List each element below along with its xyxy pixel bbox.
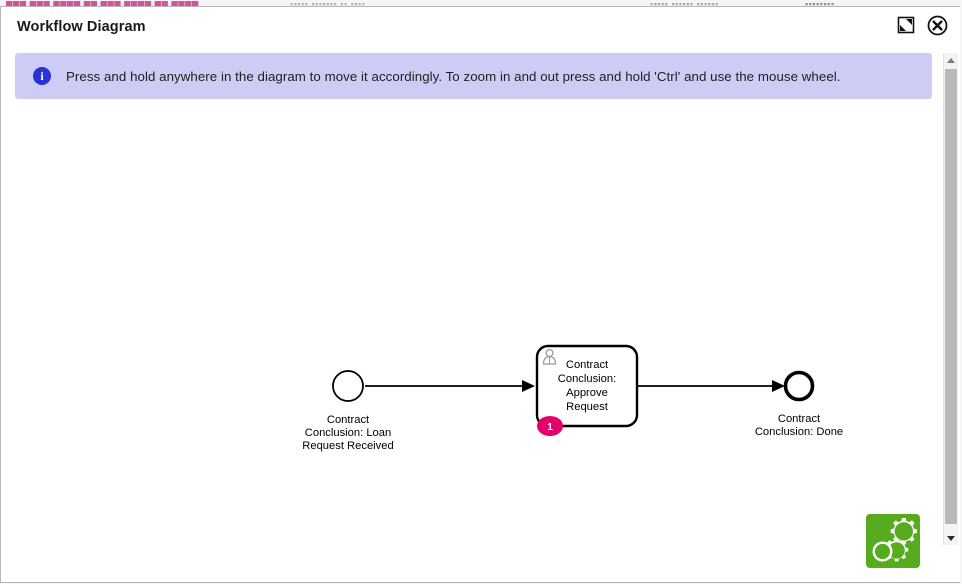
- workflow-engine-logo: [866, 514, 920, 568]
- task-instance-badge[interactable]: 1: [537, 416, 563, 436]
- bpmn-start-event[interactable]: [332, 370, 364, 402]
- scrollbar-down-button[interactable]: [944, 531, 958, 545]
- close-glyph: [927, 15, 947, 35]
- vertical-scrollbar[interactable]: [943, 53, 958, 545]
- task-label-line-2: Conclusion:: [558, 373, 616, 385]
- fullscreen-glyph: [897, 16, 915, 34]
- diagram-canvas[interactable]: Contract Conclusion: Loan Request Receiv…: [2, 107, 930, 577]
- end-label-line-1: Contract: [778, 413, 821, 425]
- dialog-titlebar: Workflow Diagram: [1, 7, 960, 39]
- window-buttons: [895, 14, 948, 36]
- info-banner: i Press and hold anywhere in the diagram…: [15, 53, 932, 99]
- close-icon[interactable]: [926, 14, 948, 36]
- bpmn-user-task[interactable]: Contract Conclusion: Approve Request 1: [535, 344, 639, 436]
- background-text-grey-3: ▪▪▪▪▪▪▪▪: [805, 1, 835, 6]
- start-label-line-1: Contract: [327, 414, 370, 426]
- chevron-up-icon: [947, 57, 955, 63]
- task-label-line-4: Request: [566, 401, 609, 413]
- workflow-engine-logo-glyph: [866, 514, 920, 568]
- background-text-grey-2: ▪▪▪▪▪ ▪▪▪▪▪▪ ▪▪▪▪▪▪: [650, 1, 719, 6]
- workflow-diagram-dialog: Workflow Diagram i Press and hold anywhe…: [0, 6, 960, 583]
- bpmn-start-event-label: Contract Conclusion: Loan Request Receiv…: [302, 414, 393, 452]
- task-label-line-3: Approve: [566, 387, 608, 399]
- info-banner-text: Press and hold anywhere in the diagram t…: [66, 68, 841, 84]
- bpmn-end-event-label: Contract Conclusion: Done: [755, 413, 843, 438]
- end-label-line-2: Conclusion: Done: [755, 426, 843, 438]
- scrollbar-up-button[interactable]: [944, 53, 958, 67]
- task-instance-count: 1: [547, 422, 553, 433]
- connector-start-to-task: [365, 380, 535, 392]
- start-label-line-2: Conclusion: Loan: [305, 427, 391, 439]
- connector-task-to-end: [637, 380, 785, 392]
- bpmn-diagram: Contract Conclusion: Loan Request Receiv…: [302, 344, 843, 452]
- start-label-line-3: Request Received: [302, 440, 393, 452]
- user-task-icon: [542, 348, 557, 365]
- chevron-down-icon: [947, 535, 955, 541]
- scrollbar-thumb[interactable]: [945, 69, 957, 524]
- background-text-grey-1: ▪▪▪▪▪ ▪▪▪▪▪▪▪ ▪▪ ▪▪▪▪: [290, 1, 366, 6]
- background-text-pink: ███ ███ ████ ██ ███ ████ ██ ████: [6, 1, 199, 6]
- bpmn-end-event[interactable]: [783, 370, 815, 402]
- fullscreen-icon[interactable]: [895, 14, 917, 36]
- task-label-line-1: Contract: [566, 359, 609, 371]
- page-title: Workflow Diagram: [17, 19, 146, 35]
- info-icon: i: [33, 67, 51, 85]
